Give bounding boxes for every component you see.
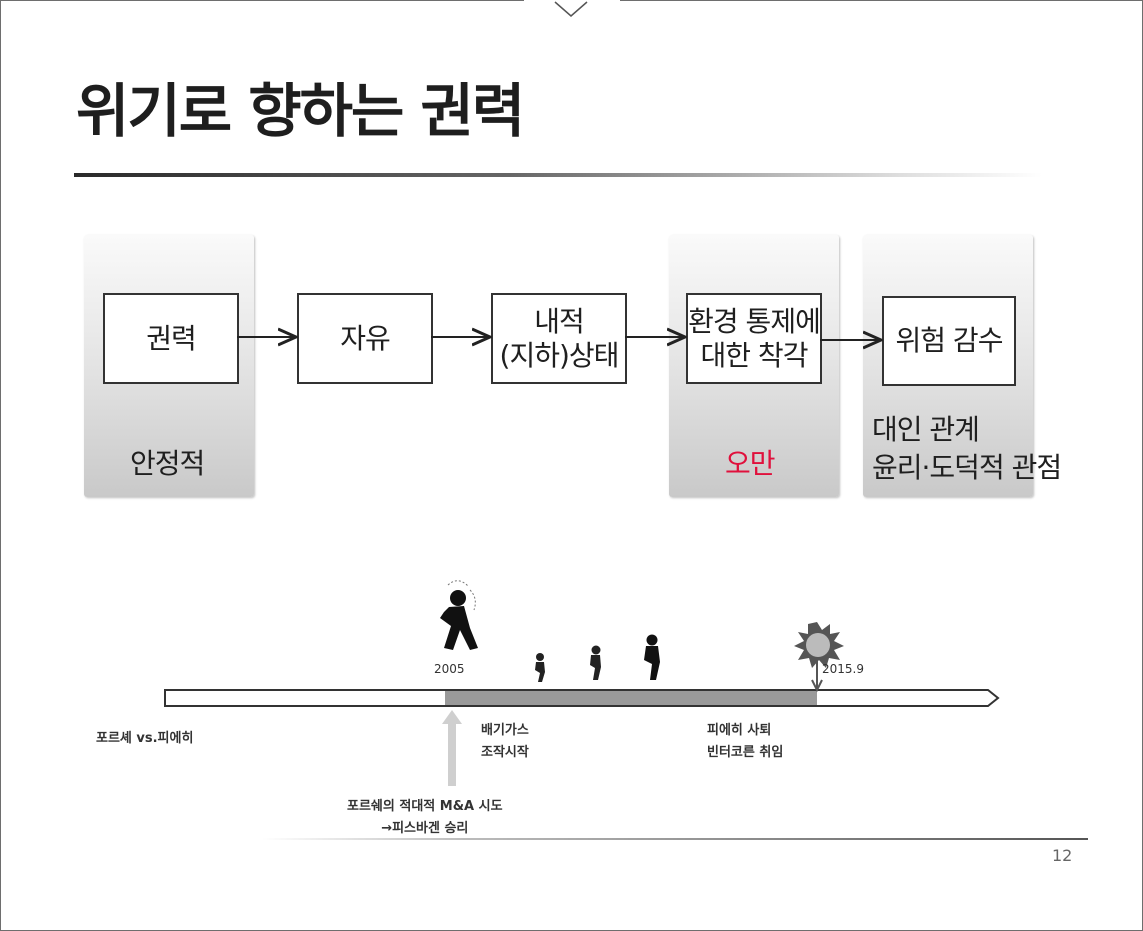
flow-box-inner-state: 내적 (지하)상태	[491, 293, 627, 384]
flow-box-label: 환경 통제에 대한 착각	[688, 304, 821, 372]
walking-figure-icon	[440, 590, 478, 650]
label-arrogance: 오만	[725, 447, 776, 480]
flow-box-control-illusion: 환경 통제에 대한 착각	[686, 293, 822, 384]
label-emission-manipulation: 배기가스 조작시작	[481, 723, 529, 760]
flow-box-label: 내적 (지하)상태	[499, 304, 620, 372]
label-stable: 안정적	[130, 447, 205, 480]
label-porsche-takeover: 포르쉐의 적대적 M&A 시도 →피스바겐 승리	[347, 799, 503, 836]
top-notch	[524, 0, 620, 4]
flow-box-label: 권력	[146, 321, 197, 355]
label-ethics: 대인 관계 윤리·도덕적 관점	[872, 413, 1062, 484]
label-piech-resigns: 피에히 사퇴 빈터코른 취임	[707, 723, 784, 760]
up-arrow	[442, 710, 462, 786]
small-figure-icon	[535, 653, 545, 682]
flow-box-label: 자유	[340, 321, 391, 355]
year-start: 2005	[434, 662, 465, 676]
small-figure-icon	[644, 634, 660, 680]
page-title: 위기로 향하는 권력	[76, 77, 525, 145]
label-porsche-vs-piech: 포르셰 vs.피에히	[96, 731, 194, 746]
page-number: 12	[1052, 846, 1073, 865]
year-end: 2015.9	[822, 662, 864, 676]
chevron-down-icon[interactable]	[553, 0, 589, 20]
timeline-highlight	[445, 691, 817, 705]
title-divider	[74, 173, 1042, 177]
footer-divider	[262, 838, 1088, 840]
flow-box-label: 위험 감수	[895, 324, 1004, 357]
flow-box-risk-taking: 위험 감수	[882, 296, 1016, 386]
flow-box-freedom: 자유	[297, 293, 433, 384]
explosion-icon	[794, 622, 844, 668]
small-figure-icon	[590, 645, 601, 680]
flow-box-power: 권력	[103, 293, 239, 384]
